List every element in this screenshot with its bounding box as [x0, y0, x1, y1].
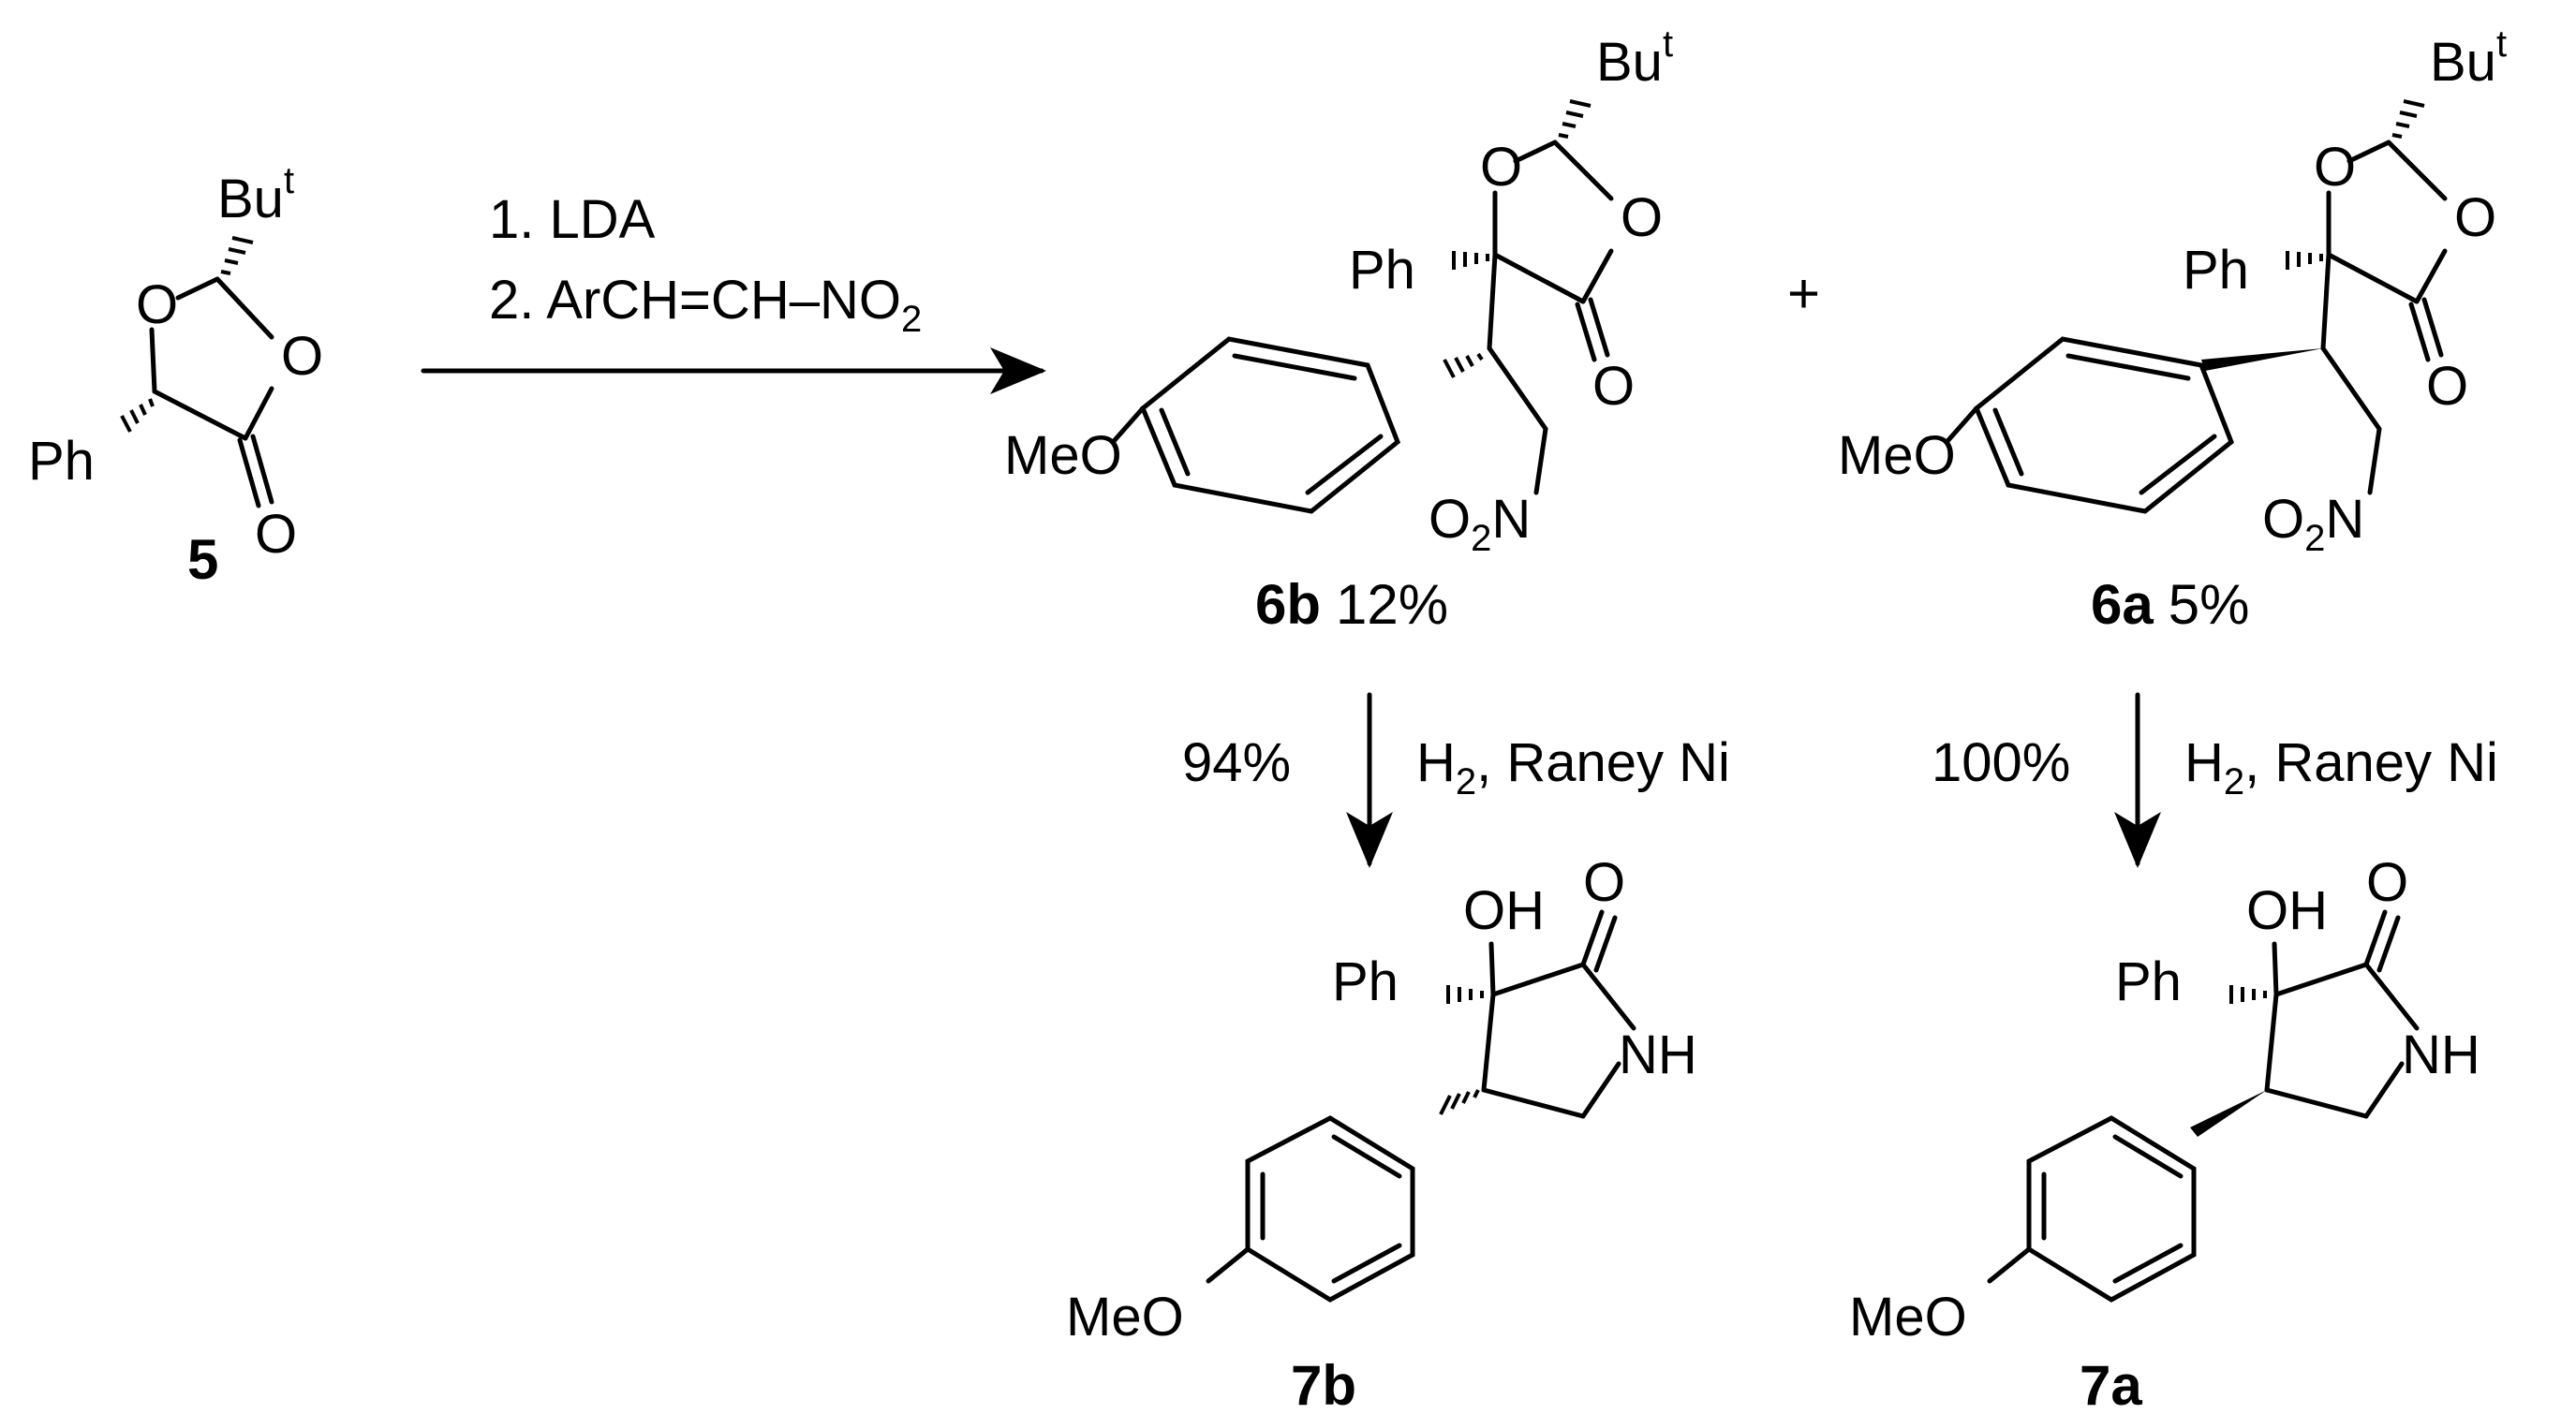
bonds-6a [1946, 99, 2448, 514]
hydroxyl-label-7b: OH [1463, 880, 1545, 941]
conditions-hydrogenation-left: H2, Raney Ni [1416, 732, 1730, 803]
yield-hydrogenation-right: 100% [1932, 732, 2070, 793]
phenyl-label-5: Ph [28, 431, 95, 492]
tbutyl-label-6b: But [1596, 23, 1673, 93]
compound-label-7a: 7a [2080, 1354, 2142, 1414]
amide-oxygen-7a: O [2366, 852, 2408, 913]
reagent-step-1: 1. LDA [489, 189, 656, 250]
amide-oxygen-7b: O [1583, 852, 1625, 913]
phenyl-label-6a: Ph [2183, 240, 2249, 301]
phenyl-label-6b: Ph [1349, 240, 1415, 301]
ring-oxygen-6b-a: O [1480, 137, 1522, 198]
methoxy-label-7a: MeO [1849, 1287, 1967, 1348]
bonds-7a [1987, 909, 2420, 1303]
amide-nh-label-7b: NH [1619, 1024, 1697, 1085]
tbutyl-label-5: But [217, 160, 294, 229]
nitro-label-6b: O2N [1429, 489, 1531, 559]
methoxy-label-6b: MeO [1004, 425, 1122, 486]
hydrogenation-arrow-right: 100% H2, Raney Ni [1932, 692, 2498, 868]
reagent-step-2: 2. ArCH=CH–NO2 [489, 270, 922, 340]
reaction-arrow-1: 1. LDA 2. ArCH=CH–NO2 [421, 189, 1046, 394]
compound-6b: But O O O Ph MeO O2N [1004, 23, 1673, 636]
carbonyl-oxygen-6a: O [2426, 356, 2468, 417]
ring-oxygen-5a: O [136, 274, 178, 335]
bonds-5 [120, 236, 274, 508]
phenyl-label-7b: Ph [1332, 951, 1399, 1012]
compound-label-5: 5 [187, 528, 218, 591]
tbutyl-label-6a: But [2430, 23, 2507, 93]
compound-7a: OH O Ph NH MeO 7a [1849, 852, 2480, 1414]
bonds-7b [1206, 909, 1636, 1303]
carbonyl-oxygen-5: O [255, 504, 297, 565]
nitro-label-6a: O2N [2262, 489, 2364, 559]
phenyl-label-7a: Ph [2115, 951, 2182, 1012]
carbonyl-oxygen-6b: O [1592, 356, 1635, 417]
ring-oxygen-6a-a: O [2314, 137, 2356, 198]
ring-oxygen-6b-b: O [1621, 187, 1663, 248]
compound-5: But O O O Ph 5 [28, 160, 323, 591]
amide-nh-label-7a: NH [2402, 1024, 2480, 1085]
ring-oxygen-6a-b: O [2454, 187, 2496, 248]
compound-6a: But O O O Ph MeO O2N [1838, 23, 2507, 636]
compound-label-7b: 7b [1291, 1354, 1356, 1414]
hydroxyl-label-7a: OH [2246, 880, 2328, 941]
hydrogenation-arrow-left: 94% H2, Raney Ni [1182, 692, 1730, 868]
ring-oxygen-5b: O [281, 326, 323, 387]
compound-7b: OH O Ph NH MeO 7b [1066, 852, 1697, 1414]
yield-hydrogenation-left: 94% [1182, 732, 1291, 793]
methoxy-label-7b: MeO [1066, 1287, 1184, 1348]
conditions-hydrogenation-right: H2, Raney Ni [2184, 732, 2498, 803]
methoxy-label-6a: MeO [1838, 425, 1956, 486]
bonds-6b [1112, 99, 1614, 514]
plus-sign: + [1787, 262, 1820, 325]
